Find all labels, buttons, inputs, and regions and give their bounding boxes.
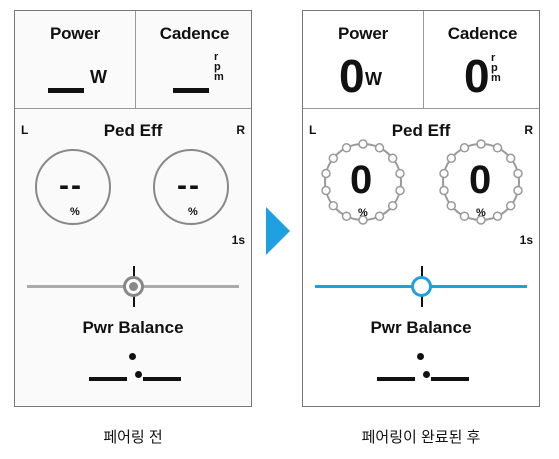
gauge-dot xyxy=(459,211,470,221)
gauge-dot xyxy=(341,143,352,153)
right-ped-eff-value: -- xyxy=(177,169,201,202)
caption-after: 페어링이 완료된 후 xyxy=(361,429,481,446)
device-screen-after-pairing: Power 0 W Cadence 0 r p m L R Ped Eff 0 … xyxy=(302,10,540,407)
ped-eff-label: Ped Eff xyxy=(391,121,451,140)
gauge-dot xyxy=(387,153,398,164)
cadence-unit: r p m xyxy=(491,52,501,84)
gauge-dot xyxy=(513,168,523,179)
power-value: 0 xyxy=(339,50,365,102)
left-percent: % xyxy=(70,206,80,218)
gauge-dot xyxy=(328,200,339,211)
pwr-balance-label: Pwr Balance xyxy=(370,318,472,337)
balance-right-placeholder xyxy=(143,377,181,381)
left-ped-eff-value: 0 xyxy=(350,158,373,202)
gauge-dot xyxy=(387,200,398,211)
left-ped-eff-ring xyxy=(321,139,405,225)
right-ped-eff-ring xyxy=(439,139,523,225)
gauge-dot xyxy=(476,139,486,149)
power-unit: W xyxy=(365,69,382,89)
rate-label: 1s xyxy=(231,233,245,247)
right-ped-eff-gauge: -- % xyxy=(153,149,229,225)
cadence-label: Cadence xyxy=(447,24,518,43)
cadence-label: Cadence xyxy=(159,24,230,43)
balance-right-placeholder xyxy=(431,377,469,381)
gauge-dot xyxy=(374,143,385,153)
gauge-dot xyxy=(505,153,516,164)
left-percent: % xyxy=(358,207,368,219)
gauge-dot xyxy=(505,200,516,211)
right-percent: % xyxy=(188,206,198,218)
right-side-label: R xyxy=(524,123,533,137)
balance-dot-bottom xyxy=(423,371,430,378)
cadence-field: Cadence r p m xyxy=(136,11,253,108)
left-side-label: L xyxy=(309,123,317,137)
right-ped-eff-value: 0 xyxy=(469,158,492,202)
power-label: Power xyxy=(49,24,101,43)
balance-dot-top xyxy=(417,353,424,360)
divider xyxy=(303,108,539,109)
gauge-dot xyxy=(492,211,503,221)
rate-label: 1s xyxy=(519,233,533,247)
power-label: Power xyxy=(337,24,389,43)
power-unit: W xyxy=(90,67,107,87)
gauge-dot xyxy=(476,215,486,225)
gauge-dot xyxy=(395,185,405,196)
balance-slider-knob xyxy=(411,276,432,297)
gauge-dot xyxy=(374,211,385,221)
gauge-dot xyxy=(492,143,503,153)
divider xyxy=(15,108,251,109)
left-side-label: L xyxy=(21,123,29,137)
cadence-field: Cadence 0 r p m xyxy=(424,11,541,108)
arrow-right-icon xyxy=(266,207,290,255)
gauge-dot xyxy=(446,200,457,211)
power-field: Power 0 W xyxy=(303,11,424,108)
gauge-dot xyxy=(321,168,331,179)
gauge-dot xyxy=(358,215,368,225)
device-screen-before-pairing: Power W Cadence r p m L R Ped Eff -- % -… xyxy=(14,10,252,407)
caption-before: 페어링 전 xyxy=(103,429,163,446)
balance-left-placeholder xyxy=(377,377,415,381)
power-field: Power W xyxy=(15,11,136,108)
gauge-dot xyxy=(513,185,523,196)
gauge-dot xyxy=(459,143,470,153)
gauge-dot xyxy=(328,153,339,164)
left-ped-eff-gauge: -- % xyxy=(35,149,111,225)
cadence-unit: r p m xyxy=(214,51,224,83)
balance-slider-knob xyxy=(123,276,144,297)
balance-left-placeholder xyxy=(89,377,127,381)
gauge-dot xyxy=(321,185,331,196)
gauge-dot xyxy=(446,153,457,164)
balance-dot-top xyxy=(129,353,136,360)
balance-dot-bottom xyxy=(135,371,142,378)
right-percent: % xyxy=(476,207,486,219)
ped-eff-label: Ped Eff xyxy=(103,121,163,140)
gauge-dot xyxy=(395,168,405,179)
cadence-value: 0 xyxy=(464,50,490,102)
left-ped-eff-value: -- xyxy=(59,169,83,202)
cadence-placeholder xyxy=(173,88,209,93)
gauge-dot xyxy=(341,211,352,221)
right-side-label: R xyxy=(236,123,245,137)
pwr-balance-label: Pwr Balance xyxy=(82,318,184,337)
gauge-dot xyxy=(358,139,368,149)
power-placeholder xyxy=(48,88,84,93)
gauge-dot xyxy=(439,185,449,196)
gauge-dot xyxy=(439,168,449,179)
balance-knob-dot xyxy=(129,282,138,291)
